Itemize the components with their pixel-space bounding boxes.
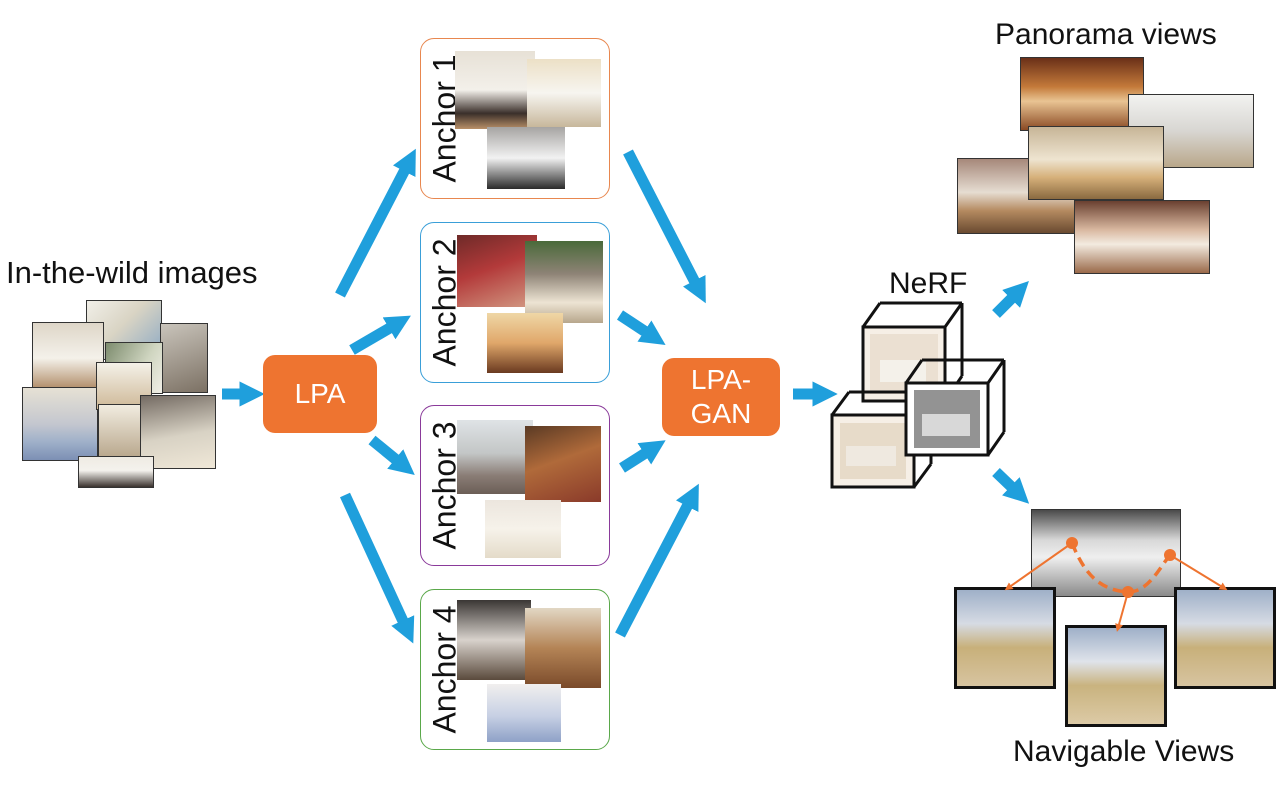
anchor-2-photo (525, 241, 603, 323)
panorama-photo (1028, 126, 1164, 200)
camera-node (1066, 537, 1078, 549)
arrow-anchor2-to-gan (616, 310, 666, 345)
arrow-lpa-to-anchor4 (340, 492, 415, 644)
in-the-wild-title: In-the-wild images (6, 255, 258, 290)
anchor-2-photo (487, 313, 563, 373)
wild-photo (78, 456, 154, 488)
panorama-photo (1074, 200, 1210, 274)
arrow-lpa-to-anchor2 (349, 315, 411, 355)
wild-photo (32, 322, 104, 388)
arrow-anchor1-to-gan (623, 149, 706, 304)
arrow-anchor3-to-gan (619, 440, 666, 473)
anchor-box-4: Anchor 4 (420, 589, 610, 750)
nerf-title: NeRF (889, 267, 968, 300)
anchor-1-photo (455, 51, 535, 129)
panorama-title: Panorama views (995, 18, 1217, 51)
anchor-4-photo (487, 684, 561, 742)
lpa-label: LPA (294, 378, 346, 410)
anchor-3-photo (525, 426, 601, 502)
arrow-nerf-to-navigable (992, 468, 1030, 504)
path-link-center (1115, 591, 1129, 632)
camera-node (1164, 549, 1176, 561)
path-link-right (1169, 554, 1228, 591)
navigable-view-right (1174, 587, 1276, 689)
anchor-3-photo (457, 420, 533, 494)
arrow-nerf-to-panorama (992, 281, 1029, 318)
anchor-2-photo (457, 235, 537, 307)
wild-photo (160, 323, 208, 393)
path-link-left (1004, 542, 1073, 591)
arrow-anchor4-to-gan (615, 483, 699, 638)
anchor-4-photo (457, 600, 531, 680)
camera-node (1122, 586, 1134, 598)
anchor-1-photo (487, 127, 565, 189)
navigable-view-center (1065, 625, 1167, 727)
arrow-lpa-to-anchor1 (335, 148, 416, 298)
anchor-box-2: Anchor 2 (420, 222, 610, 383)
lpa-box: LPA (263, 355, 377, 433)
anchor-box-1: Anchor 1 (420, 38, 610, 199)
wild-photo (22, 387, 98, 461)
anchor-4-photo (525, 608, 601, 688)
lpa-gan-label-line1: LPA- (690, 364, 752, 396)
arrow-lpa-to-anchor3 (368, 435, 415, 476)
lpa-gan-label-line2: GAN (690, 398, 752, 429)
anchor-3-photo (485, 500, 561, 558)
navigable-topview (1031, 509, 1181, 597)
anchor-1-photo (527, 59, 601, 127)
camera-trajectory (1070, 542, 1172, 594)
lpa-gan-box: LPA- GAN (662, 358, 780, 436)
navigable-title: Navigable Views (1013, 735, 1235, 768)
anchor-box-3: Anchor 3 (420, 405, 610, 566)
